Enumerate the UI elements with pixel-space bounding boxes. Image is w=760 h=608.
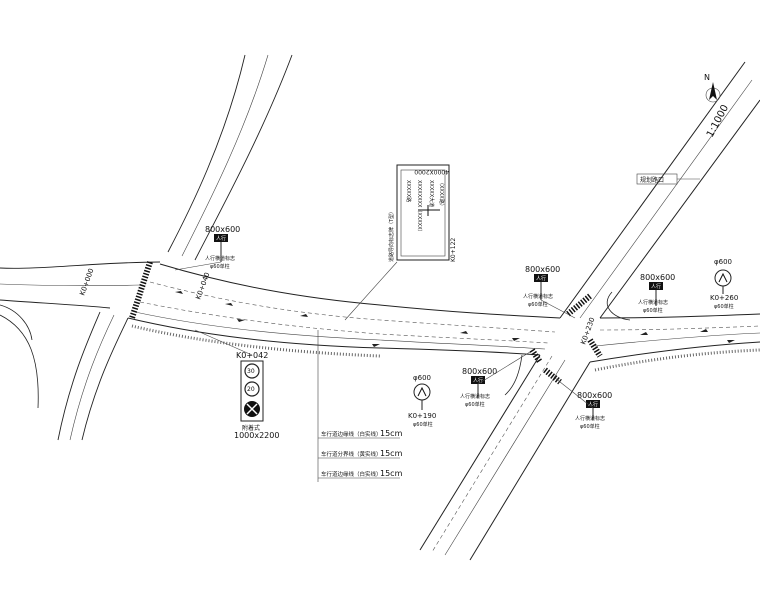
ped-sign-4-plate xyxy=(471,376,485,384)
north-arrow: N 1:1000 xyxy=(704,73,731,139)
ped-sign-5-tag: 人行 xyxy=(588,401,598,408)
north-label: N xyxy=(704,73,710,82)
ped-sign-2-size: 800x600 xyxy=(525,265,560,274)
ped-sign-4-desc2: φ60单柱 xyxy=(465,401,485,408)
ped-sign-4-desc1: 人行横道标志 xyxy=(460,393,490,400)
legend-item-2-width: 15cm xyxy=(380,449,403,458)
round-sign-2-size: φ600 xyxy=(714,258,732,266)
ped-sign-2-plate xyxy=(534,274,548,282)
round-sign-2-station: K0+260 xyxy=(710,294,738,302)
ped-sign-1: 800x600 人行 人行横道标志 φ60单柱 xyxy=(174,225,240,271)
planned-intersection-label: 规划路口 xyxy=(636,173,700,185)
station-k0-040: K0+040 xyxy=(194,271,211,300)
ped-sign-4-tag: 人行 xyxy=(473,377,483,384)
callout-dim: 4000X2000 xyxy=(414,168,449,175)
round-sign-2-desc: φ60单柱 xyxy=(714,303,734,310)
marking-legend: 车行道边缘线（白实线） 15cm 车行道分界线（黄实线） 15cm 车行道边缘线… xyxy=(317,330,403,482)
legend-item-2-text: 车行道分界线（黄实线） xyxy=(321,450,382,458)
ped-sign-5-plate xyxy=(586,400,600,408)
ped-sign-4: 800x600 人行 人行横道标志 φ60单柱 xyxy=(460,351,531,408)
ped-sign-1-size: 800x600 xyxy=(205,225,240,234)
direction-sign-callout: 4000X2000 XXXXXXXX（XXXXX） XXXXX大道 XXXXX路… xyxy=(344,164,457,321)
ped-sign-1-desc1: 人行横道标志 xyxy=(205,255,235,262)
legend-item-3-text: 车行道边缘线（白实线） xyxy=(321,470,382,478)
callout-line-1: XXXXXXXX（XXXXX） xyxy=(416,180,422,235)
lane-arrows xyxy=(175,291,735,347)
combo-speed-sign: K0+042 30 20 附着式 1000x2200 xyxy=(194,329,279,440)
legend-item-1-width: 15cm xyxy=(380,429,403,438)
round-sign-1-desc: φ60单柱 xyxy=(413,421,433,428)
ped-sign-1-desc2: φ60单柱 xyxy=(210,263,230,270)
scale-label: 1:1000 xyxy=(705,103,731,139)
ped-sign-3-size: 800x600 xyxy=(640,273,675,282)
ped-sign-3-plate xyxy=(649,282,663,290)
ped-sign-3: 800x600 人行 人行横道标志 φ60单柱 xyxy=(638,273,675,314)
ped-sign-5: 800x600 人行 人行横道标志 φ60单柱 xyxy=(554,377,612,430)
callout-station: K0+122 xyxy=(450,238,457,262)
speed-limit-2: 20 xyxy=(247,386,255,393)
callout-line-3: XXXXX路 xyxy=(405,180,412,202)
combo-sign-desc: 附着式 xyxy=(242,424,260,432)
round-sign-k0-260: φ600 K0+260 φ60单柱 xyxy=(710,258,738,310)
ped-sign-2: 800x600 人行 人行横道标志 φ60单柱 xyxy=(523,265,576,319)
speed-limit-1: 30 xyxy=(247,368,255,375)
combo-sign-station: K0+042 xyxy=(236,351,268,360)
station-k0-000: K0+000 xyxy=(78,267,95,296)
ped-sign-2-desc2: φ60单柱 xyxy=(528,301,548,308)
callout-line-4: （XXXX路） xyxy=(438,180,445,209)
ped-sign-5-desc2: φ60单柱 xyxy=(580,423,600,430)
ped-sign-1-plate xyxy=(214,234,228,242)
ped-sign-3-desc2: φ60单柱 xyxy=(643,307,663,314)
ped-sign-5-desc1: 人行横道标志 xyxy=(575,415,605,422)
ped-sign-3-desc1: 人行横道标志 xyxy=(638,299,668,306)
right-cross-road xyxy=(419,61,760,561)
legend-item-1-text: 车行道边缘线（白实线） xyxy=(321,430,382,438)
round-sign-1-size: φ600 xyxy=(413,374,431,382)
ped-sign-4-size: 800x600 xyxy=(462,367,497,376)
ped-sign-3-tag: 人行 xyxy=(651,283,661,290)
callout-line-2: XXXXX大道 xyxy=(428,180,435,207)
ped-sign-2-tag: 人行 xyxy=(536,275,546,282)
combo-sign-size: 1000x2200 xyxy=(234,431,279,440)
left-cross-road xyxy=(0,54,293,441)
round-sign-k0-190: φ600 K0+190 φ60单柱 xyxy=(408,374,436,428)
ped-sign-2-desc1: 人行横道标志 xyxy=(523,293,553,300)
planned-intersection-text: 规划路口 xyxy=(640,176,664,184)
callout-side-label: 道路导向标志牌（T型） xyxy=(388,209,395,262)
legend-item-3-width: 15cm xyxy=(380,469,403,478)
ped-sign-1-tag: 人行 xyxy=(216,235,226,242)
ped-sign-5-size: 800x600 xyxy=(577,391,612,400)
round-sign-1-station: K0+190 xyxy=(408,412,436,420)
